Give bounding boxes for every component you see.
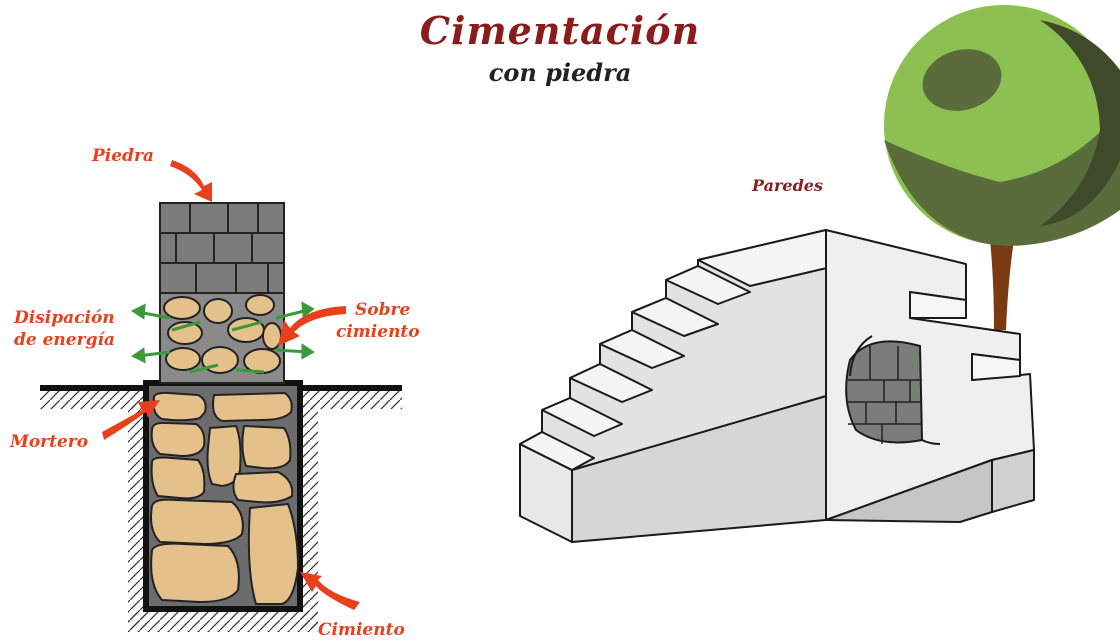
energy-arrows [131,301,315,374]
label-sobre-line2: cimiento [336,322,420,342]
label-mortero: Mortero [10,432,89,452]
arrow-piedra [170,160,212,202]
label-cimiento: Cimiento [318,620,405,640]
tree [884,5,1120,330]
label-sobre-line1: Sobre [355,300,411,320]
stone [245,294,275,316]
stone [150,498,244,546]
stone [241,424,292,470]
label-disipacion-line1: Disipación [14,308,115,328]
piedra-block [159,202,285,294]
arrow-sobre [278,306,346,346]
stone [150,456,206,500]
stone [243,348,281,374]
stone [163,296,201,320]
label-paredes: Paredes [752,176,823,195]
stone [165,347,201,371]
arrow-mortero [102,400,160,440]
label-disipacion-line2: de energía [14,330,115,350]
stone [232,470,294,504]
label-piedra: Piedra [92,146,154,166]
sobre-cimiento [131,292,315,384]
stone [150,421,206,458]
diagram-subtitle: con piedra [488,58,632,87]
stone [203,298,233,324]
diagram-title: Cimentación [419,8,701,53]
stone [152,391,207,422]
stone [150,542,240,604]
wall-structure [519,229,1035,543]
cimiento-trench [143,380,303,612]
arrow-cimiento [300,572,360,610]
stone [212,391,293,423]
label-arrows [102,160,360,610]
stone [247,502,300,605]
